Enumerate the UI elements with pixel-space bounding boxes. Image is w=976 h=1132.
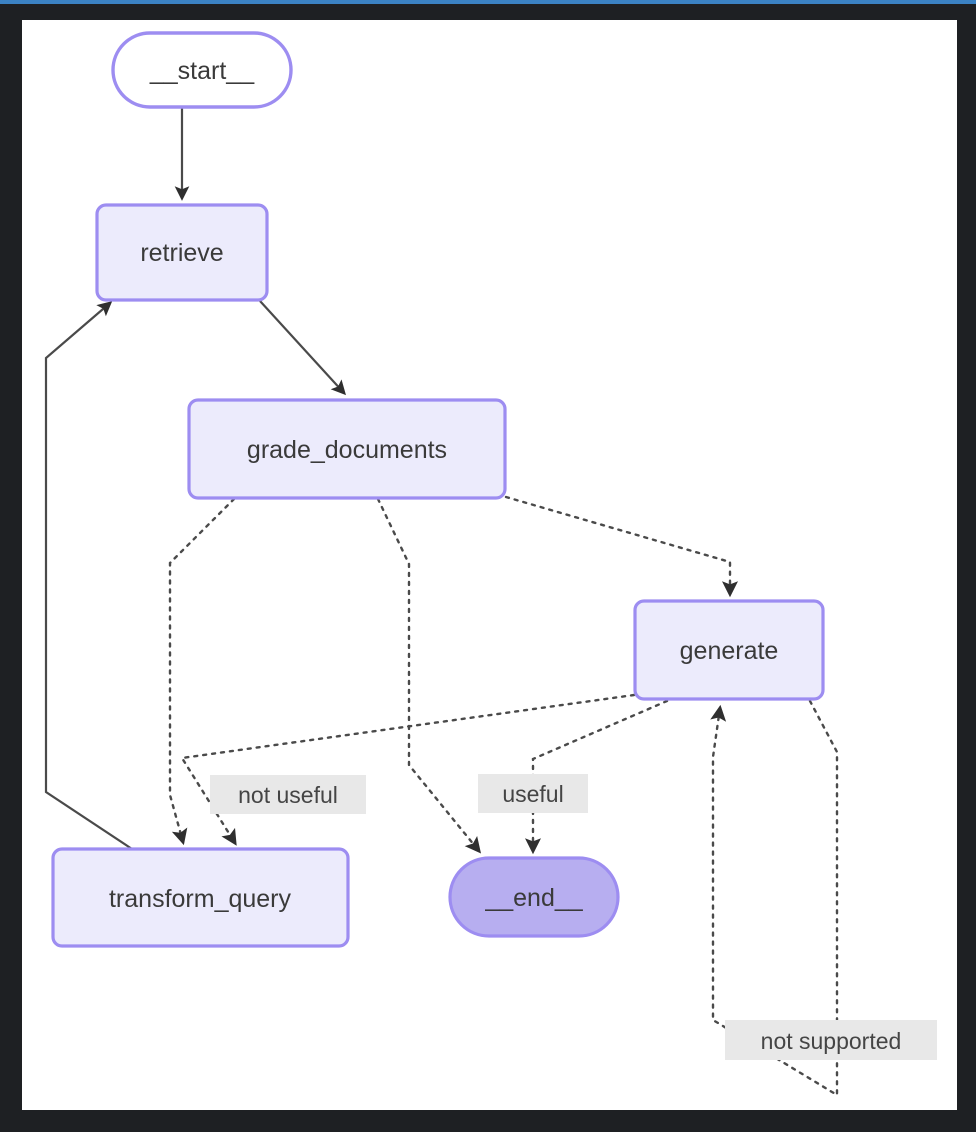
nodes-layer: __start__ retrieve grade_documents gener… xyxy=(51,31,825,948)
graph-svg: __start__ retrieve grade_documents gener… xyxy=(44,31,937,1098)
edge-generate-to-transform-query xyxy=(180,693,636,846)
edge-retrieve-to-grade-documents xyxy=(259,300,346,396)
node-grade-documents[interactable]: grade_documents xyxy=(187,398,507,500)
edge-grade-documents-to-generate xyxy=(504,495,738,598)
edge-transform-query-to-retrieve xyxy=(44,301,133,850)
edge-label-not-supported: not supported xyxy=(725,1020,937,1060)
node-end[interactable]: __end__ xyxy=(448,856,620,938)
edge-grade-documents-to-end xyxy=(376,497,482,854)
edge-generate-self-loop xyxy=(710,699,839,1098)
node-retrieve[interactable]: retrieve xyxy=(95,203,269,302)
edge-label-not-useful: not useful xyxy=(210,775,366,814)
node-start[interactable]: __start__ xyxy=(111,31,293,109)
edge-label-useful: useful xyxy=(478,774,588,813)
top-accent-bar xyxy=(0,0,976,4)
graph-canvas[interactable]: __start__ retrieve grade_documents gener… xyxy=(22,20,957,1110)
edge-generate-to-end xyxy=(525,699,669,855)
node-generate[interactable]: generate xyxy=(633,599,825,701)
node-transform-query[interactable]: transform_query xyxy=(51,847,350,948)
edge-grade-documents-to-transform-query xyxy=(168,497,236,846)
edges-layer xyxy=(44,107,839,1098)
